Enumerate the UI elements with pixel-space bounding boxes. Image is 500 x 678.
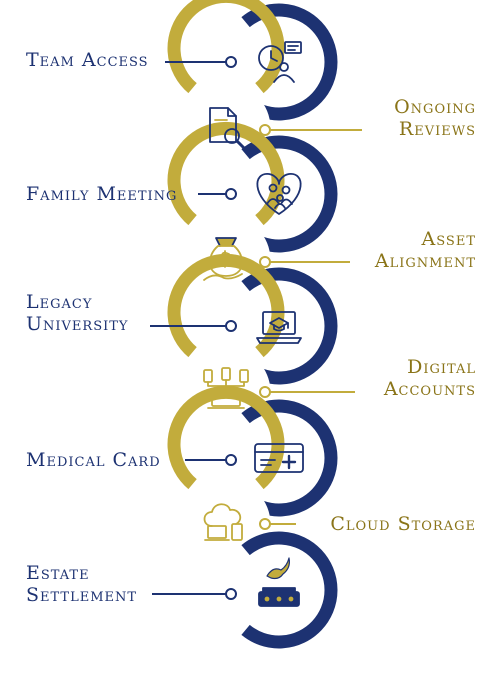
money-bag-icon bbox=[203, 237, 243, 281]
dove-casket-icon bbox=[258, 557, 300, 607]
step-connector-5 bbox=[150, 320, 237, 332]
step-connector-7 bbox=[185, 454, 237, 466]
medical-card-icon bbox=[254, 443, 304, 473]
document-search-icon bbox=[209, 107, 246, 150]
step-label-digital-accounts: Digital Accounts bbox=[383, 356, 476, 400]
step-connector-2 bbox=[259, 124, 362, 136]
heart-family-icon bbox=[256, 173, 302, 215]
laptop-graduation-icon bbox=[256, 311, 302, 344]
step-label-legacy-university: Legacy University bbox=[26, 291, 129, 335]
step-label-team-access: Team Access bbox=[26, 49, 149, 71]
step-label-asset-alignment: Asset Alignment bbox=[374, 228, 476, 272]
step-connector-8 bbox=[259, 518, 296, 530]
clock-presenter-icon bbox=[258, 41, 302, 83]
devices-network-icon bbox=[203, 367, 249, 409]
step-connector-6 bbox=[259, 386, 355, 398]
step-label-ongoing-reviews: Ongoing Reviews bbox=[394, 96, 476, 140]
step-connector-3 bbox=[198, 188, 237, 200]
step-label-family-meeting: Family Meeting bbox=[26, 183, 178, 205]
step-connector-4 bbox=[259, 256, 350, 268]
step-connector-1 bbox=[165, 56, 237, 68]
cloud-devices-icon bbox=[203, 503, 243, 541]
step-label-cloud-storage: Cloud Storage bbox=[330, 513, 476, 535]
step-label-estate-settlement: Estate Settlement bbox=[26, 562, 138, 606]
step-connector-9 bbox=[152, 588, 237, 600]
step-label-medical-card: Medical Card bbox=[26, 449, 161, 471]
